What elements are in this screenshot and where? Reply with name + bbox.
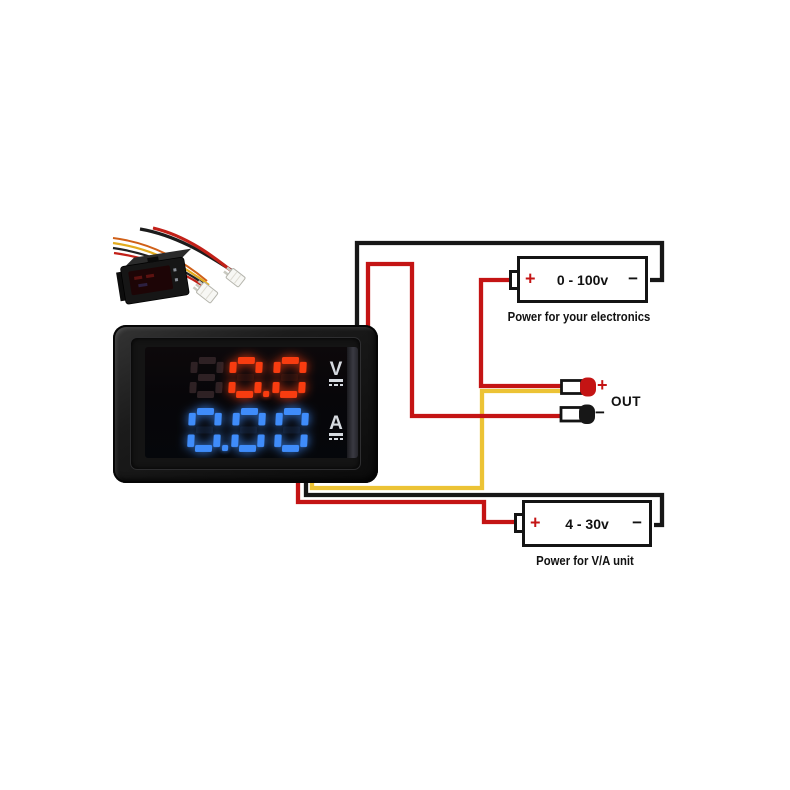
wire-black-current-shunt [354, 240, 665, 332]
battery-bottom: + 4 - 30v − [522, 500, 652, 547]
wire-yellow-voltage-sense [309, 388, 561, 491]
battery-bottom-caption: Power for V/A unit [536, 553, 634, 568]
volt-unit-letter: V [329, 359, 343, 380]
battery-top-minus: − [628, 268, 638, 288]
out-minus-sign: − [595, 403, 605, 422]
wire-red-current-shunt [365, 261, 561, 419]
wire-red-battery-to-out-plus [478, 277, 561, 389]
dc-symbol-dashes [329, 437, 343, 440]
photo-connector-2pin [223, 266, 246, 288]
display-reflection-strip [347, 347, 358, 458]
out-plus-terminal-body [560, 379, 583, 395]
battery-bottom-voltage-label: 4 - 30v [565, 515, 609, 532]
wire-black-meter-supply [303, 478, 665, 528]
panel-meter-display: V A [145, 347, 358, 458]
volt-unit: V [324, 359, 348, 386]
out-plus-sign: + [597, 375, 608, 395]
product-photo [112, 226, 246, 305]
battery-bottom-minus: − [632, 512, 642, 532]
battery-top-plus: + [525, 268, 536, 289]
battery-top-terminal-nub [509, 270, 518, 290]
photo-connector-3pin [192, 280, 219, 304]
amp-unit-letter: A [329, 413, 343, 434]
out-label: OUT [611, 394, 641, 409]
dc-symbol-dashes [329, 383, 343, 386]
battery-bottom-plus: + [530, 512, 541, 533]
dc-symbol-bar [329, 379, 343, 382]
battery-bottom-terminal-nub [514, 513, 523, 533]
battery-top-caption: Power for your electronics [507, 309, 651, 324]
battery-top-voltage-label: 0 - 100v [556, 271, 609, 288]
photo-meter-module [116, 248, 192, 305]
panel-meter-module: V A [113, 325, 378, 483]
wire-red-meter-supply [295, 478, 517, 525]
dc-symbol-bar [329, 433, 343, 436]
out-minus-terminal-cap [579, 404, 595, 424]
amp-readout [187, 408, 309, 452]
volt-readout [189, 357, 307, 398]
battery-top: + 0 - 100v − [517, 256, 648, 303]
amp-unit: A [324, 413, 348, 440]
out-plus-terminal-cap [580, 377, 596, 397]
out-minus-terminal-body [559, 406, 583, 423]
